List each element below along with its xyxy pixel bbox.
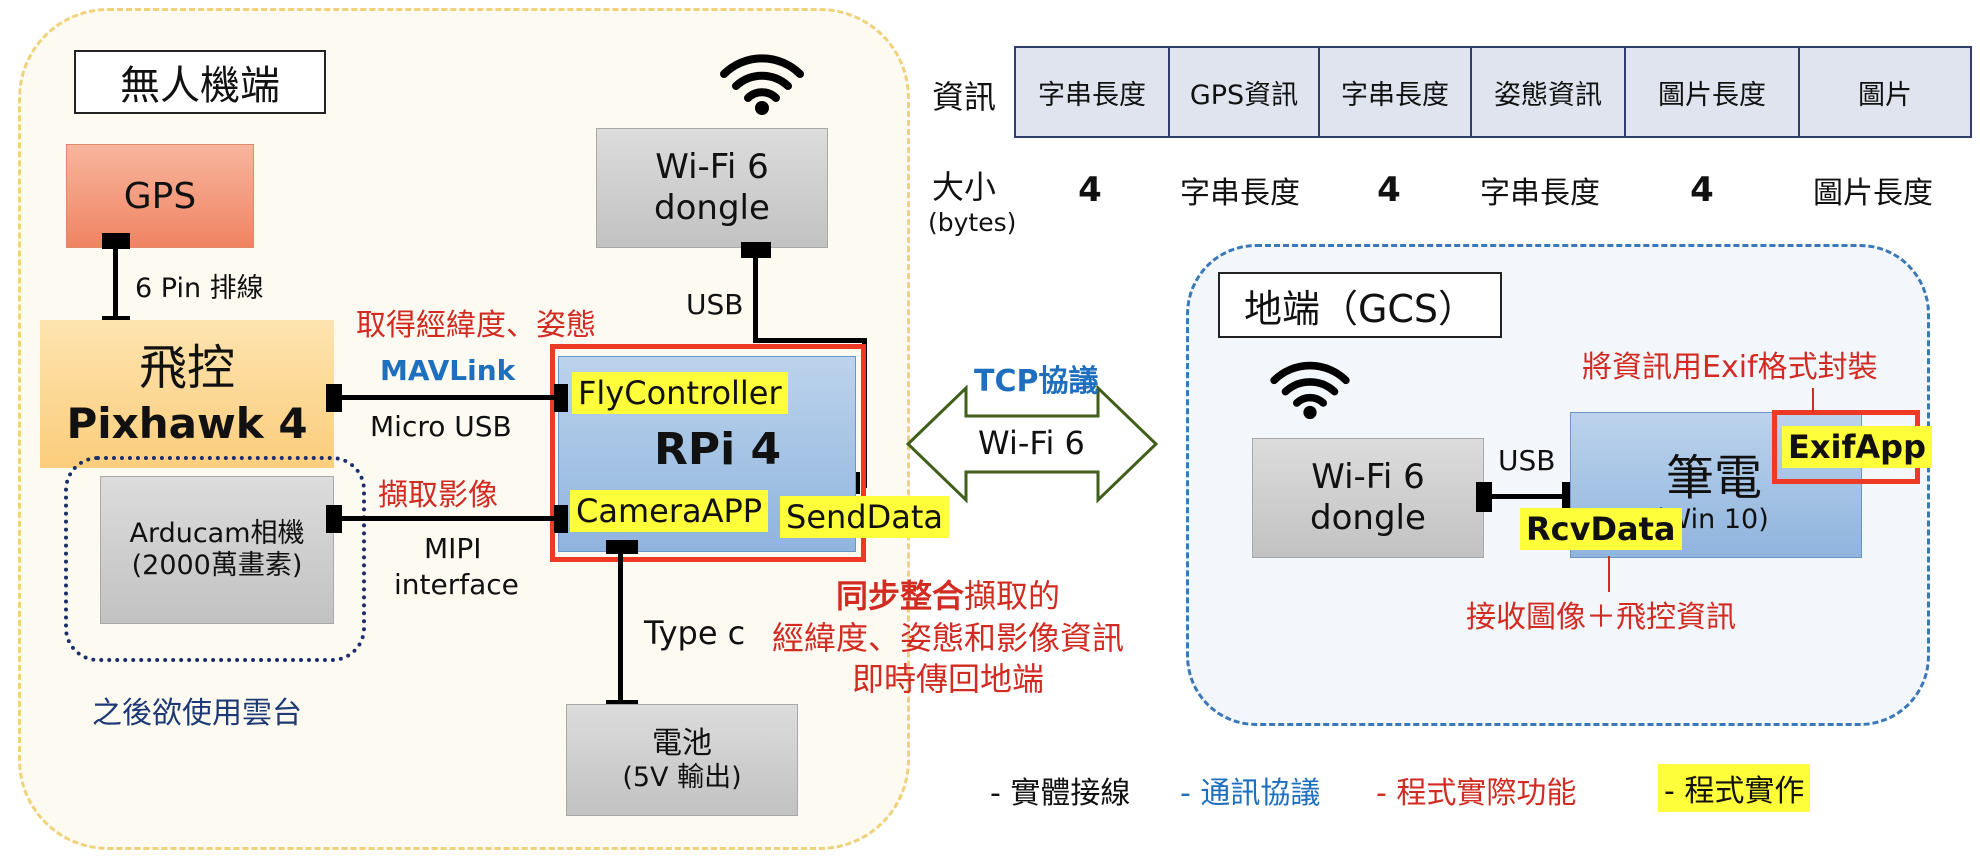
fc-right-port bbox=[326, 384, 342, 412]
mipi-label: MIPI bbox=[424, 532, 482, 565]
exifapp-module: ExifApp bbox=[1782, 426, 1932, 468]
packet-size: 圖片長度 bbox=[1813, 176, 1933, 211]
exif-function-connector bbox=[1812, 388, 1814, 412]
packet-size: 字串長度 bbox=[1180, 176, 1300, 211]
rpi-camera-port bbox=[554, 505, 568, 533]
rcvdata-module: RcvData bbox=[1520, 508, 1682, 550]
wifi-icon bbox=[720, 54, 804, 115]
legend-protocol: - 通訊協議 bbox=[1180, 776, 1321, 811]
sync-line-3: 即時傳回地端 bbox=[851, 660, 1044, 699]
fc-name: 飛控 bbox=[138, 339, 235, 396]
camera-name: Arducam相機 bbox=[129, 517, 305, 549]
mipi-cable bbox=[340, 516, 562, 521]
packet-info-label: 資訊 bbox=[932, 78, 997, 116]
laptop-name: 筆電 bbox=[1666, 450, 1763, 506]
gcs-title: 地端（GCS） bbox=[1218, 272, 1502, 338]
micro-usb-label: Micro USB bbox=[370, 410, 512, 443]
wifi-dongle-type: dongle bbox=[654, 188, 770, 228]
double-arrow-icon bbox=[906, 384, 1158, 504]
sync-description: 同步整合擷取的 經緯度、姿態和影像資訊 即時傳回地端 bbox=[756, 576, 1140, 701]
sync-rest: 擷取的 bbox=[964, 577, 1061, 615]
battery-name: 電池 bbox=[652, 725, 712, 761]
legend-physical: - 實體接線 bbox=[990, 776, 1131, 811]
camera-right-port bbox=[326, 505, 342, 533]
packet-field: 字串長度 bbox=[1318, 46, 1472, 138]
wifi6-link-label: Wi-Fi 6 bbox=[978, 424, 1085, 462]
sync-line-2: 經緯度、姿態和影像資訊 bbox=[771, 618, 1124, 657]
exif-function-label: 將資訊用Exif格式封裝 bbox=[1582, 350, 1878, 385]
packet-structure-table: 字串長度 GPS資訊 字串長度 姿態資訊 圖片長度 圖片 bbox=[1014, 46, 1972, 138]
mavlink-cable bbox=[340, 395, 562, 400]
packet-size: 字串長度 bbox=[1480, 176, 1600, 211]
gps-cable bbox=[113, 248, 118, 328]
sync-bold: 同步整合 bbox=[835, 577, 964, 615]
packet-size: 4 bbox=[1690, 170, 1714, 210]
fc-model: Pixhawk 4 bbox=[66, 398, 308, 448]
tcp-protocol-label: TCP協議 bbox=[974, 364, 1099, 399]
packet-size-row: 4 字串長度 4 字串長度 4 圖片長度 bbox=[1014, 168, 1976, 212]
gcs-usb-cable bbox=[1490, 494, 1566, 499]
sync-line-1: 同步整合擷取的 bbox=[836, 576, 1060, 618]
gimbal-future-outline bbox=[64, 456, 366, 662]
gcs-wifi-dongle-box: Wi-Fi 6 dongle bbox=[1252, 438, 1484, 558]
wifi-dongle-name: Wi-Fi 6 bbox=[655, 147, 769, 188]
packet-field-row: 字串長度 GPS資訊 字串長度 姿態資訊 圖片長度 圖片 bbox=[1014, 46, 1972, 138]
packet-field: 姿態資訊 bbox=[1470, 46, 1626, 138]
drone-side-title: 無人機端 bbox=[74, 50, 326, 114]
packet-size: 4 bbox=[1377, 170, 1401, 210]
usb-cable-vertical bbox=[753, 256, 758, 342]
gps-box: GPS bbox=[66, 144, 254, 248]
gcs-dongle-port bbox=[1476, 482, 1492, 512]
flight-controller-box: 飛控 Pixhawk 4 bbox=[40, 320, 334, 468]
rpi-bottom-port bbox=[606, 540, 638, 554]
packet-field: 圖片長度 bbox=[1624, 46, 1800, 138]
battery-output: (5V 輸出) bbox=[622, 761, 742, 793]
wifi-dongle-port bbox=[741, 242, 771, 258]
type-c-label: Type c bbox=[644, 614, 746, 652]
gps-cable-label: 6 Pin 排線 bbox=[135, 273, 264, 304]
packet-size: 4 bbox=[1078, 170, 1102, 210]
camera-box: Arducam相機 (2000萬畫素) bbox=[100, 476, 334, 624]
usb-cable-horizontal bbox=[753, 338, 867, 343]
packet-field: 圖片 bbox=[1798, 46, 1972, 138]
gcs-usb-label: USB bbox=[1498, 444, 1556, 477]
camera-resolution: (2000萬畫素) bbox=[131, 550, 303, 581]
legend: - 實體接線 - 通訊協議 - 程式實際功能 - 程式實作 bbox=[990, 764, 1840, 814]
fc-function-label: 取得經緯度、姿態 bbox=[356, 308, 596, 343]
gimbal-note: 之後欲使用雲台 bbox=[92, 696, 302, 731]
battery-box: 電池 (5V 輸出) bbox=[566, 704, 798, 816]
drone-usb-label: USB bbox=[686, 288, 744, 321]
rpi-name: RPi 4 bbox=[654, 424, 782, 475]
wifi-icon bbox=[1270, 361, 1350, 420]
gcs-wifi-dongle-type: dongle bbox=[1310, 498, 1426, 538]
legend-implementation: - 程式實作 bbox=[1658, 764, 1811, 812]
packet-size-label: 大小 bbox=[932, 168, 997, 206]
rpi-fc-port bbox=[554, 384, 568, 412]
rcv-function-label: 接收圖像＋飛控資訊 bbox=[1466, 600, 1736, 635]
cameraapp-module: CameraAPP bbox=[570, 490, 769, 532]
wifi-dongle-box: Wi-Fi 6 dongle bbox=[596, 128, 828, 248]
mavlink-label: MAVLink bbox=[380, 354, 516, 387]
rpi-program-outline bbox=[550, 344, 866, 562]
packet-size-unit: (bytes) bbox=[928, 208, 1017, 237]
type-c-cable bbox=[618, 552, 623, 708]
senddata-module: SendData bbox=[780, 496, 949, 538]
legend-function: - 程式實際功能 bbox=[1376, 776, 1577, 811]
rcv-function-connector bbox=[1608, 556, 1610, 592]
flycontroller-module: FlyController bbox=[572, 372, 788, 414]
camera-function-label: 擷取影像 bbox=[378, 478, 498, 513]
mipi-interface-label: interface bbox=[394, 568, 519, 601]
packet-field: GPS資訊 bbox=[1168, 46, 1320, 138]
gps-port bbox=[102, 233, 130, 249]
packet-field: 字串長度 bbox=[1014, 46, 1170, 138]
gcs-wifi-dongle-name: Wi-Fi 6 bbox=[1311, 457, 1425, 498]
